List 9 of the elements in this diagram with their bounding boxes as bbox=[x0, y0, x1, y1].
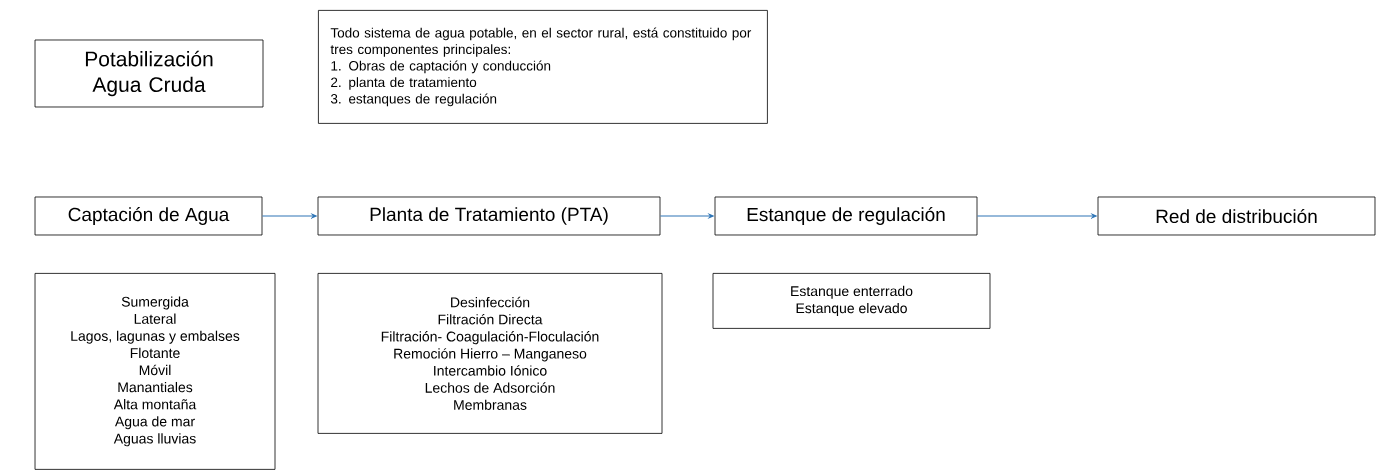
title-box: Potabilización Agua Cruda bbox=[34, 39, 264, 108]
process-box: Red de distribución bbox=[1097, 196, 1376, 236]
list-box: Estanque enterrado Estanque elevado bbox=[712, 273, 991, 329]
note-box: Todo sistema de agua potable, en el sector rural, está constituido por tres componentes principales: 1. Obras de captación y conducción 2. planta de tratamiento 3. estanques de regulación bbox=[318, 10, 768, 124]
process-box: Planta de Tratamiento (PTA) bbox=[317, 196, 661, 236]
process-box: Estanque de regulación bbox=[714, 196, 978, 236]
list-box: Sumergida Lateral Lagos, lagunas y embalses Flotante Móvil Manantiales Alta montaña Agua de mar Aguas lluvias bbox=[34, 273, 276, 470]
process-box: Captación de Agua bbox=[34, 196, 263, 236]
list-box: Desinfección Filtración Directa Filtración- Coagulación-Floculación Remoción Hierro – Manganeso Intercambio Iónico Lechos de Adsorción Membranas bbox=[317, 273, 663, 434]
